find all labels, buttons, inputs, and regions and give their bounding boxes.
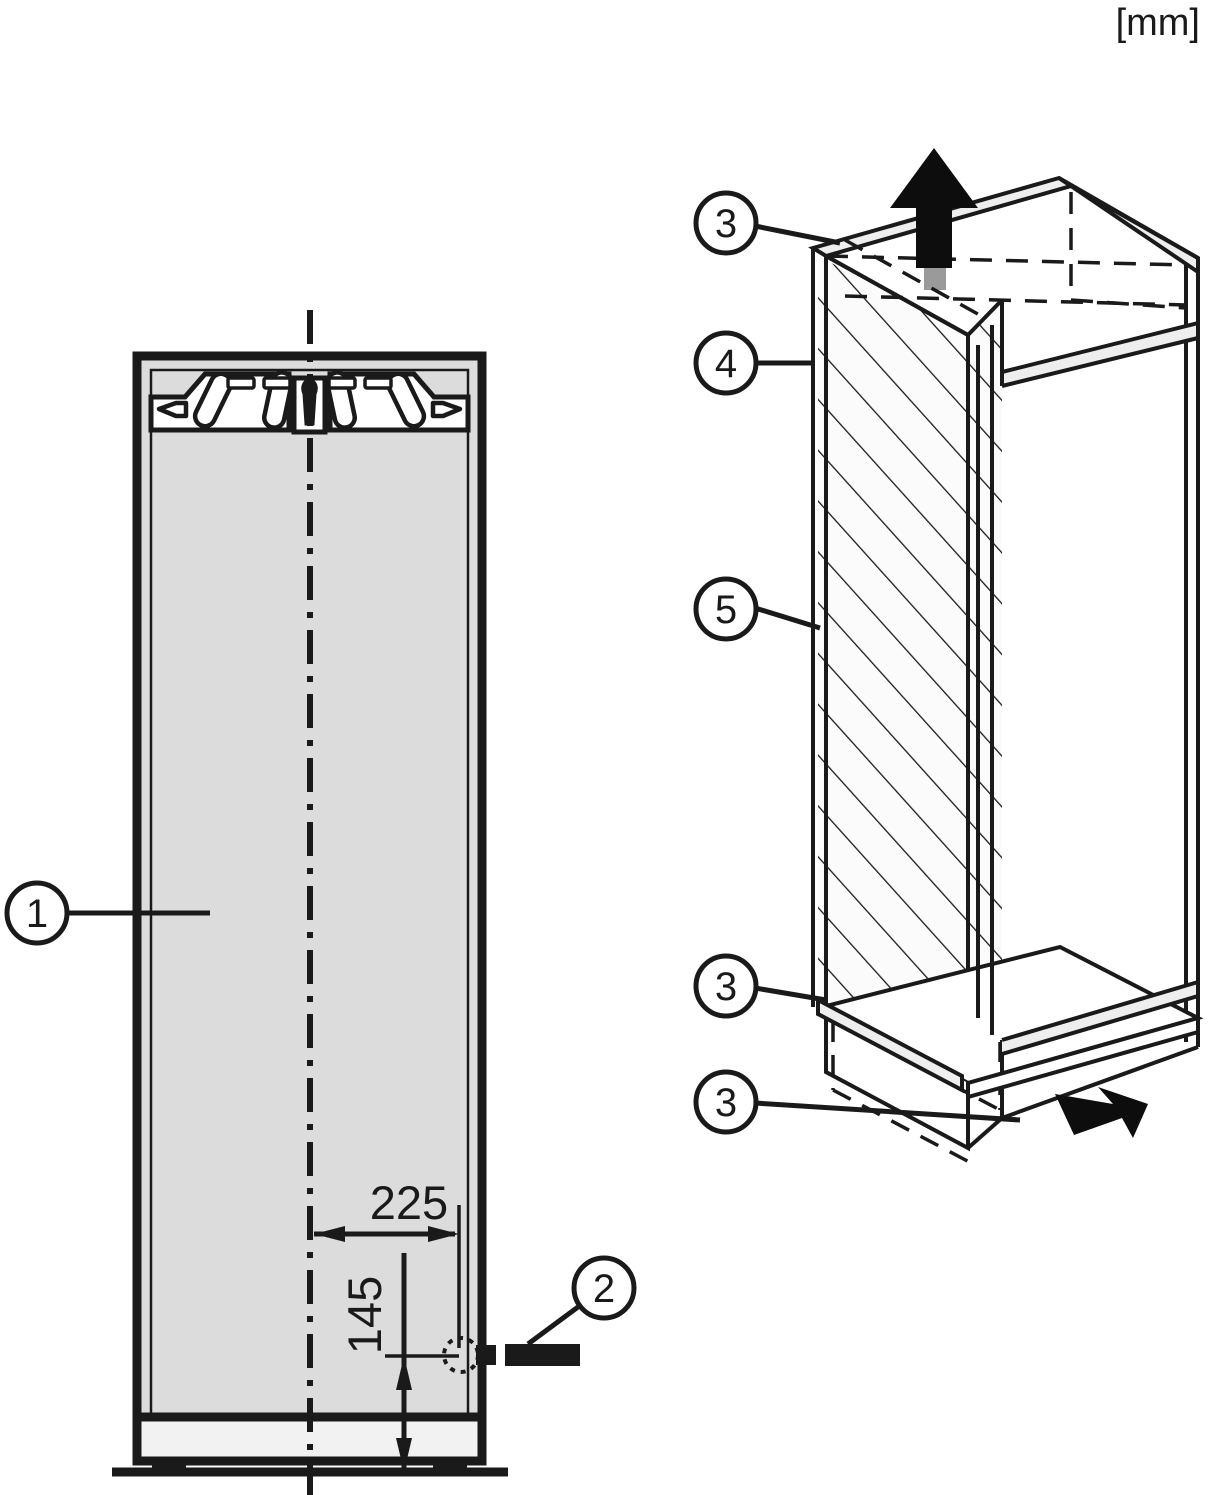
callout-2-number: 2 bbox=[593, 1267, 615, 1311]
appliance-front-view: 1 225 145 bbox=[4, 310, 637, 1495]
bracket-vent-3 bbox=[327, 376, 357, 390]
callout-3-top-number: 3 bbox=[715, 202, 737, 246]
callout-5[interactable]: 5 bbox=[693, 576, 821, 642]
dim-145-value: 145 bbox=[338, 1276, 391, 1354]
callout-1-number: 1 bbox=[26, 892, 48, 936]
callout-5-leader bbox=[754, 605, 821, 631]
bracket-slot-left-outer bbox=[156, 400, 189, 419]
callout-3-mid-leader bbox=[754, 985, 827, 1003]
callout-3-top-circle bbox=[693, 190, 759, 256]
callout-5-circle bbox=[693, 576, 759, 642]
callout-3-top-leader bbox=[754, 223, 841, 246]
mains-cable-bar bbox=[505, 1344, 580, 1366]
cabinet-inner-divider bbox=[976, 325, 994, 1035]
callout-4[interactable]: 4 bbox=[693, 330, 815, 396]
callout-3-bottom-leader bbox=[754, 1100, 1021, 1123]
dim-145-arrow-down bbox=[396, 1438, 412, 1472]
rear-ventilation-duct-panel bbox=[818, 256, 968, 1010]
air-intake-arrow-black bbox=[1055, 1087, 1148, 1138]
top-ventilation-gap bbox=[825, 238, 986, 337]
bracket-vent-4 bbox=[363, 376, 393, 390]
power-socket-position bbox=[442, 1336, 580, 1374]
dim-145-arrow-up bbox=[396, 1356, 412, 1390]
rear-ventilation-duct-side bbox=[968, 300, 1002, 1028]
dim-225: 225 bbox=[314, 1176, 461, 1348]
cabinet-isometric-ventilation-view: 3 4 5 3 3 bbox=[693, 148, 1204, 1167]
callout-3-bottom[interactable]: 3 bbox=[693, 1069, 1021, 1135]
callout-2-leader bbox=[526, 1304, 580, 1347]
air-exhaust-arrow-black bbox=[890, 148, 978, 268]
bracket-vent-2 bbox=[262, 376, 292, 390]
callout-3-bottom-circle bbox=[693, 1069, 759, 1135]
socket-wall-tab bbox=[476, 1345, 496, 1365]
callout-2-circle bbox=[571, 1255, 637, 1321]
callout-3-mid[interactable]: 3 bbox=[693, 953, 827, 1019]
callout-3-mid-circle bbox=[693, 953, 759, 1019]
bracket-vent-1 bbox=[226, 376, 256, 390]
callout-3-bottom-number: 3 bbox=[715, 1081, 737, 1125]
callout-4-number: 4 bbox=[715, 342, 737, 386]
bracket-slot-right-angled bbox=[385, 371, 427, 429]
callout-3-top[interactable]: 3 bbox=[693, 190, 841, 256]
callout-3-mid-number: 3 bbox=[715, 965, 737, 1009]
callout-1-circle bbox=[4, 880, 70, 946]
dim-225-arrow-right bbox=[428, 1226, 459, 1242]
dim-225-value: 225 bbox=[370, 1176, 448, 1229]
callout-2[interactable]: 2 bbox=[526, 1255, 637, 1347]
bracket-slot-right-outer bbox=[430, 400, 463, 419]
bracket-slot-left-angled bbox=[192, 371, 234, 429]
dim-225-arrow-left bbox=[314, 1226, 345, 1242]
callout-1[interactable]: 1 bbox=[4, 880, 210, 946]
dim-145: 145 bbox=[338, 1253, 459, 1472]
units-label: [mm] bbox=[1115, 2, 1200, 44]
callout-4-circle bbox=[693, 330, 759, 396]
callout-5-number: 5 bbox=[715, 588, 737, 632]
